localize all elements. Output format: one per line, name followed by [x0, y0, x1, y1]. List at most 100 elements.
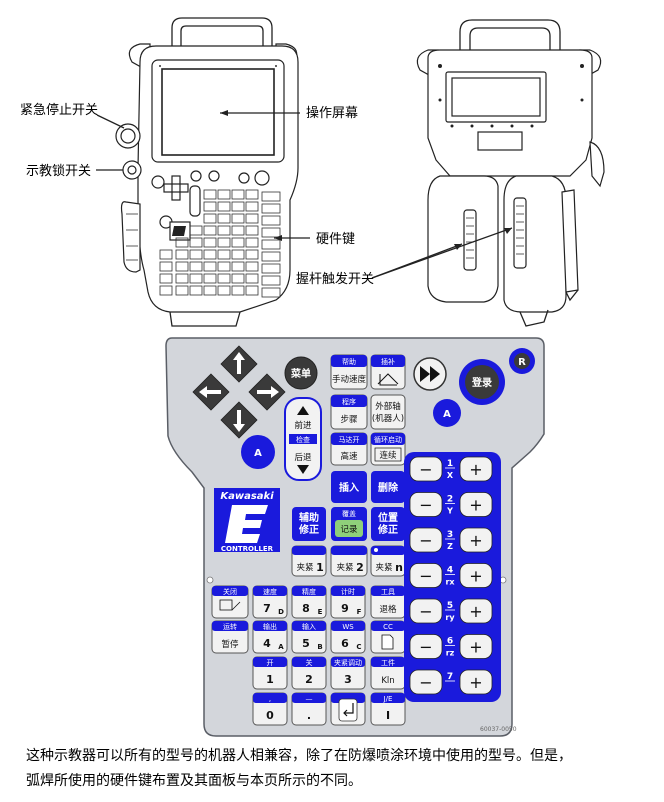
axis-jog-keys: −1X+−2Y+−3Z+−4rx+−5ry+−6rz+−7+ [409, 456, 493, 695]
numpad-key-sub-label: F [357, 608, 362, 616]
numpad-key-top-label: , [269, 695, 271, 703]
login-key[interactable]: 登录 [471, 376, 492, 389]
forward-key[interactable]: 前进 [294, 420, 312, 431]
help-label: 帮助 [342, 357, 356, 366]
axis-row: −6rz+ [409, 634, 493, 659]
numpad-key[interactable]: ,0 [252, 692, 288, 726]
back-key[interactable]: 后退 [294, 452, 312, 463]
numpad-key-top-label: CC [383, 623, 393, 631]
numpad-key[interactable]: 开1 [252, 656, 288, 690]
fast-forward-icon[interactable] [420, 366, 440, 382]
ext-axis-key[interactable]: 外部轴 [375, 401, 401, 412]
pos-correct-key[interactable]: 位置 [378, 511, 398, 524]
pos-correct-key-line2: 修正 [377, 523, 398, 536]
keypad-faceplate: 菜单 帮助 手动速度 插补 前进 检查 后退 程序 步骤 外部轴 (机器人) [165, 337, 545, 737]
step-key[interactable]: 步骤 [340, 415, 358, 425]
plus-icon: + [469, 602, 482, 621]
axis-plus-key[interactable] [459, 527, 493, 553]
numpad-key[interactable] [330, 692, 366, 726]
axis-plus-key[interactable] [459, 598, 493, 624]
numpad-key-sub-label: C [356, 643, 361, 651]
axis-row: −4rx+ [409, 563, 493, 588]
axis-plus-key[interactable] [459, 492, 493, 517]
numpad-key-sub-label: B [317, 643, 322, 651]
window-close-icon [219, 599, 233, 611]
numpad-key-main-label: 6 [341, 637, 349, 650]
axis-letter: Z [447, 542, 453, 551]
numpad-key-main-label: 3 [344, 673, 352, 686]
numpad-key-top-label: 工具 [381, 588, 395, 596]
axis-minus-key[interactable] [409, 598, 443, 624]
a-key-right[interactable]: A [443, 409, 451, 420]
pendant-back-drawing [371, 19, 605, 327]
numpad-key-sub-label: E [318, 608, 323, 616]
minus-icon: − [419, 602, 432, 621]
numpad-key[interactable]: —. [291, 692, 327, 726]
numpad-key-top-label: 夹紧调动 [334, 658, 362, 667]
teach-lock-label: 示教锁开关 [26, 163, 91, 179]
arrow-down-icon [233, 410, 245, 432]
forward-triangle-icon [297, 406, 309, 415]
axis-minus-key[interactable] [409, 492, 443, 517]
insert-key[interactable]: 插入 [339, 481, 359, 494]
axis-row: −1X+ [409, 456, 493, 482]
clamp-n-key[interactable]: 夹紧 [375, 562, 392, 573]
axis-number: 3 [447, 530, 453, 540]
delete-key[interactable]: 删除 [378, 481, 399, 494]
screen-label: 操作屏幕 [306, 105, 358, 121]
manual-speed-key[interactable]: 手动速度 [332, 374, 367, 385]
svg-text:Kawasaki: Kawasaki [220, 491, 274, 502]
minus-icon: − [419, 460, 432, 479]
axis-number: 5 [447, 601, 453, 611]
axis-plus-key[interactable] [459, 563, 493, 588]
interpolation-icon[interactable] [377, 373, 399, 386]
continuous-key[interactable]: 连续 [379, 450, 397, 461]
aux-correct-key[interactable]: 辅助 [299, 511, 319, 524]
axis-plus-key[interactable] [459, 669, 493, 695]
axis-plus-key[interactable] [459, 456, 493, 482]
axis-minus-key[interactable] [409, 563, 443, 588]
caption-line-1: 这种示教器可以所有的型号的机器人相兼容，除了在防爆喷涂环境中使用的型号。但是， [26, 748, 572, 764]
menu-key[interactable]: 菜单 [290, 367, 311, 380]
axis-plus-key[interactable] [459, 634, 493, 659]
clamp-n-num: n [395, 561, 403, 574]
numpad-key-main-label: 退格 [379, 604, 397, 615]
axis-number: 6 [447, 637, 453, 647]
high-speed-key[interactable]: 高速 [340, 451, 358, 462]
plus-icon: + [469, 673, 482, 692]
numpad-key[interactable]: 关2 [291, 656, 327, 690]
motor-on-label: 马达开 [339, 435, 360, 444]
numpad-key[interactable]: CC [370, 620, 406, 654]
r-key[interactable]: R [518, 357, 526, 368]
trigger-switch-label: 握杆触发开关 [296, 271, 374, 287]
clamp-1-key[interactable]: 夹紧 [296, 562, 313, 573]
a-key-left[interactable]: A [254, 448, 262, 459]
ext-axis-key-sub: (机器人) [372, 413, 404, 424]
axis-row: −2Y+ [409, 492, 493, 517]
axis-minus-key[interactable] [409, 634, 443, 659]
numpad-key[interactable]: J/EI [370, 692, 406, 726]
numpad-key[interactable]: 夹紧调动 3 [330, 656, 366, 690]
record-key[interactable]: 记录 [340, 525, 358, 535]
axis-minus-key[interactable] [409, 456, 443, 482]
axis-letter: ry [445, 613, 455, 622]
axis-number: 1 [447, 459, 453, 469]
axis-minus-key[interactable] [409, 527, 443, 553]
numpad-key-sub-label: A [278, 643, 284, 651]
axis-minus-key[interactable] [409, 669, 443, 695]
clamp-2-key[interactable]: 夹紧 [336, 562, 353, 573]
numpad-key[interactable]: 关闭 [211, 585, 249, 619]
numpad-key-top-label: 速度 [263, 587, 277, 596]
plus-icon: + [469, 567, 482, 586]
plus-icon: + [469, 460, 482, 479]
numpad-key-main-label: 0 [266, 709, 274, 722]
